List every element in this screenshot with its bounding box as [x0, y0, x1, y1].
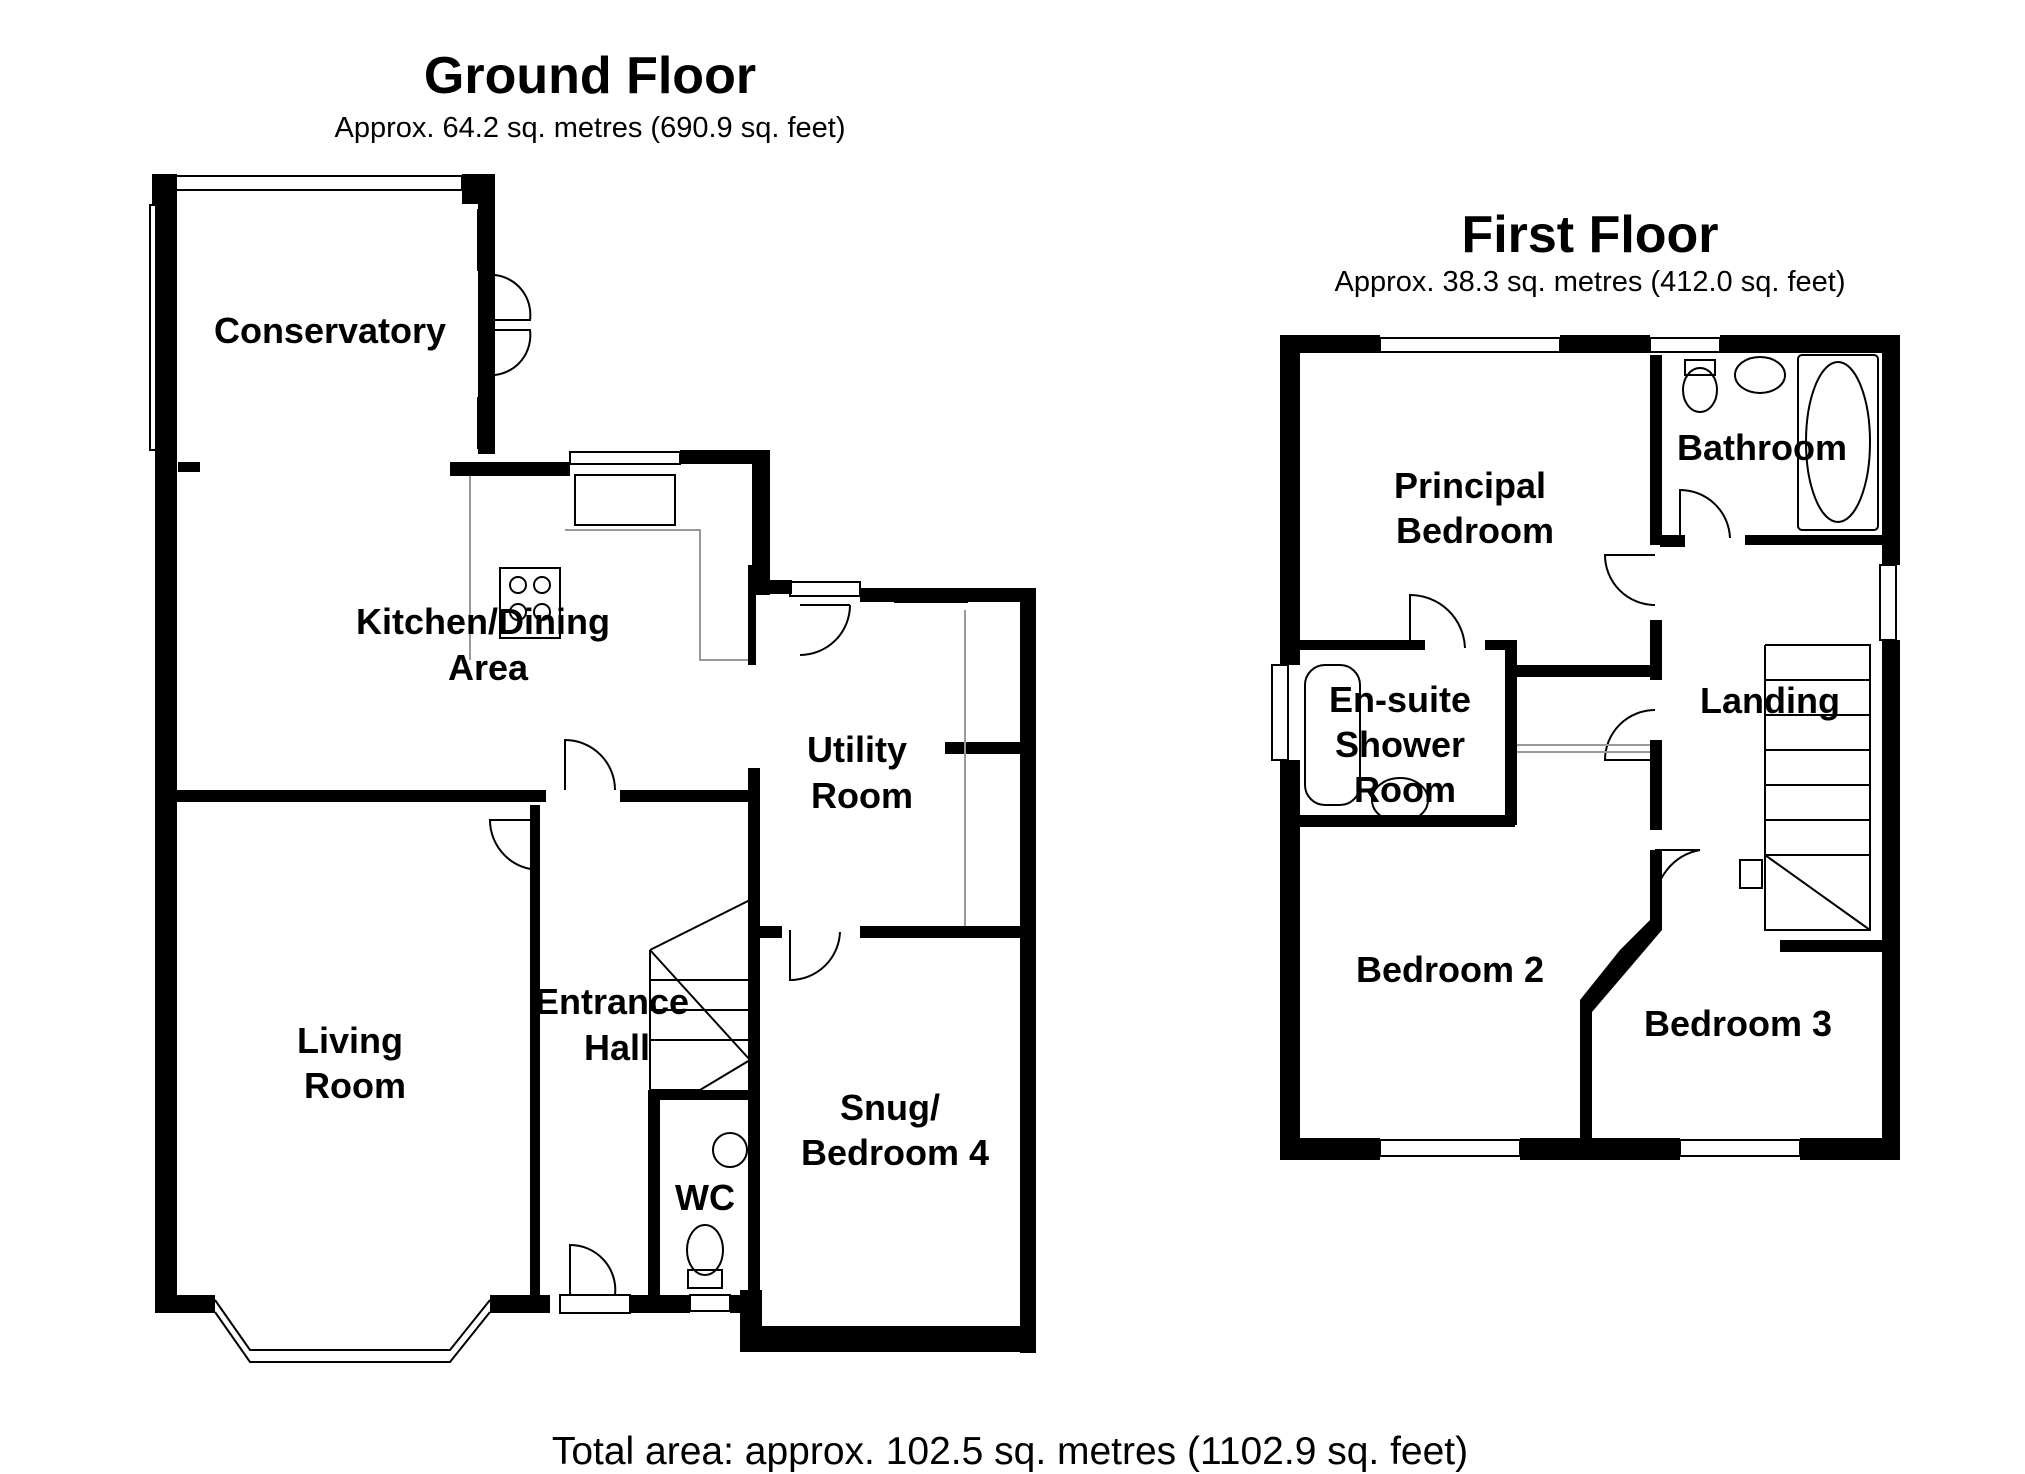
ground-floor-area: Approx. 64.2 sq. metres (690.9 sq. feet) [334, 112, 846, 144]
room-label-utility: Utility Room [807, 729, 917, 816]
ground-floor-room-labels: Conservatory Kitchen/Dining Area Utility… [214, 310, 989, 1218]
ground-floor-windows [149, 175, 976, 1363]
room-label-entrance: Entrance Hall [535, 981, 699, 1068]
ground-floor-fixtures [469, 274, 966, 1296]
room-label-conservatory: Conservatory [214, 310, 446, 351]
room-label-bedroom3: Bedroom 3 [1644, 1003, 1832, 1044]
room-label-landing: Landing [1700, 680, 1840, 721]
room-label-principal: Principal Bedroom [1394, 465, 1556, 551]
room-label-ensuite: En-suite Shower Room [1329, 679, 1481, 810]
first-floor-fixtures [1304, 354, 1879, 931]
first-floor-title: First Floor [1461, 206, 1719, 264]
first-floor-room-labels: Principal Bedroom Bathroom En-suite Show… [1329, 427, 1847, 1044]
room-label-living: Living Room [297, 1020, 413, 1106]
first-floor-walls [1280, 335, 1900, 1160]
ground-floor-title: Ground Floor [423, 47, 757, 105]
total-area: Total area: approx. 102.5 sq. metres (11… [551, 1430, 1469, 1473]
room-label-bathroom: Bathroom [1677, 427, 1847, 468]
room-label-kitchen: Kitchen/Dining Area [356, 601, 620, 688]
first-floor-area: Approx. 38.3 sq. metres (412.0 sq. feet) [1334, 266, 1846, 298]
first-floor-windows [1271, 337, 1897, 1157]
room-label-wc: WC [675, 1177, 735, 1218]
room-label-bedroom2: Bedroom 2 [1356, 949, 1544, 990]
room-label-snug: Snug/ Bedroom 4 [801, 1087, 989, 1173]
